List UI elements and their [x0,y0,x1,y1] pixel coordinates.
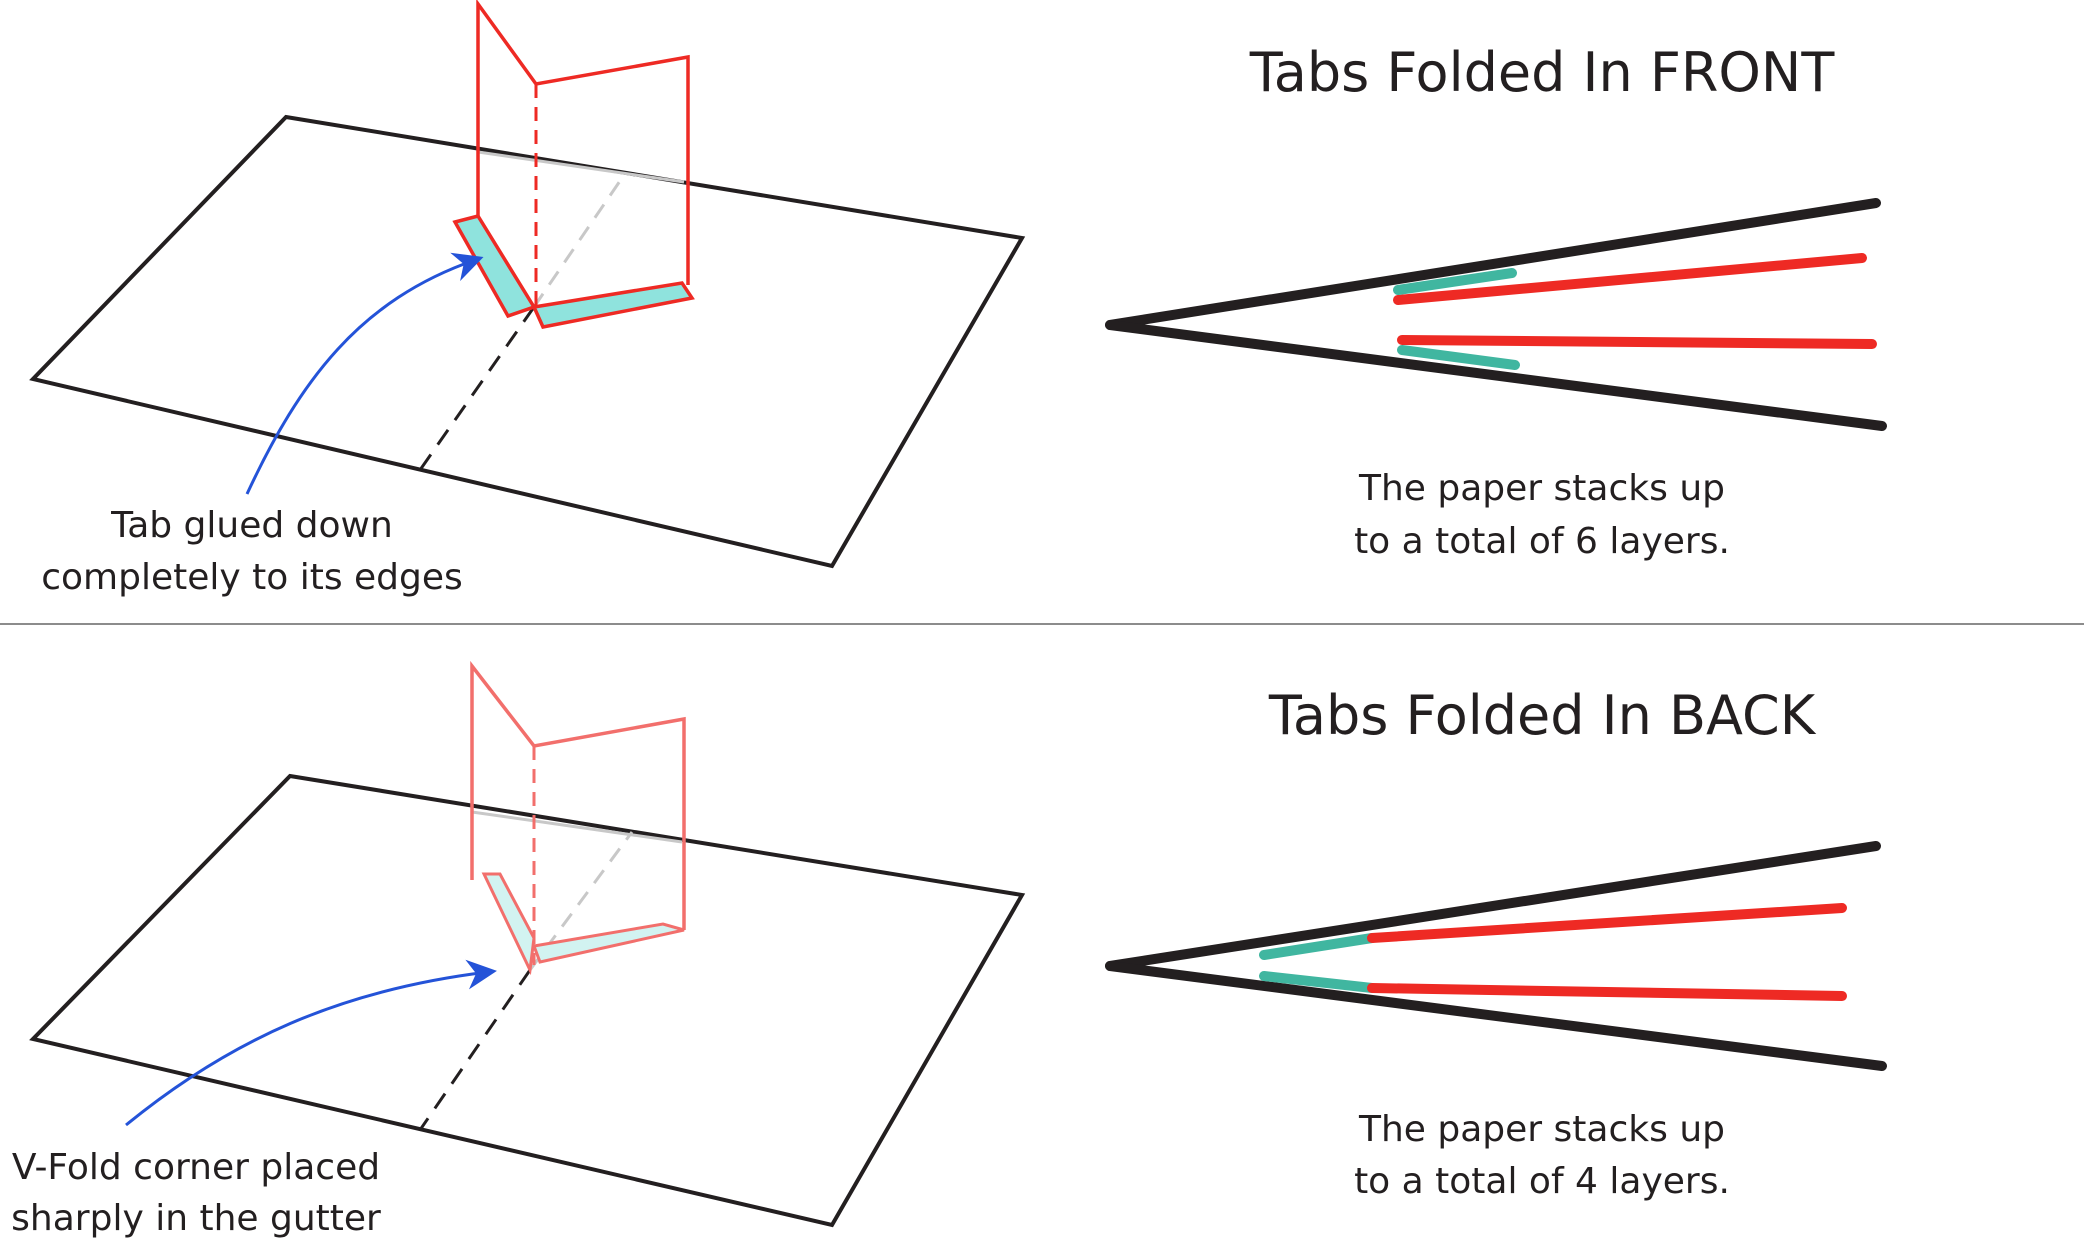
front-caption-line-2: to a total of 6 layers. [1354,521,1730,562]
back-outer-top [1105,841,1881,971]
back-hidden-edge [471,810,683,844]
front-callout-line-2: completely to its edges [41,557,463,598]
front-vfold-outline [476,0,690,285]
front-teal-upper [1393,268,1517,295]
back-caption-line-2: to a total of 4 layers. [1354,1161,1730,1202]
front-right-tab [531,281,695,329]
front-red-upper [1393,253,1867,305]
back-panel: V-Fold corner placed sharply in the gutt… [11,660,1887,1239]
back-teal-lower [1259,971,1377,993]
front-title: Tabs Folded In FRONT [1249,41,1836,104]
back-caption-line-1: The paper stacks up [1358,1109,1725,1150]
front-callout-line-1: Tab glued down [110,505,393,546]
front-left-tab [452,213,537,319]
back-left-tab [481,872,536,976]
front-outer-top [1105,198,1881,330]
back-base-card [29,773,1026,1228]
back-layer-stack [1105,841,1887,1071]
back-red-upper [1367,903,1847,943]
front-layer-stack [1105,198,1887,431]
back-right-tab [531,922,685,964]
back-callout-arrow [125,959,497,1127]
back-callout-line-2: sharply in the gutter [11,1198,381,1239]
back-teal-upper [1259,933,1377,960]
front-base-card [29,114,1026,569]
back-title: Tabs Folded In BACK [1268,684,1817,747]
front-hidden-diagonal [532,177,624,308]
front-callout-arrow [245,252,484,495]
front-caption-line-1: The paper stacks up [1358,468,1725,509]
front-panel: Tab glued down completely to its edges T… [29,0,1887,598]
front-hidden-edge [477,150,685,184]
front-red-lower [1397,335,1877,349]
front-gutter-dashed [418,306,536,471]
front-teal-lower [1397,345,1520,370]
back-gutter-dashed [418,969,532,1131]
back-red-lower [1367,983,1847,1001]
front-outer-bottom [1105,320,1887,431]
back-outer-bottom [1105,961,1887,1071]
back-callout-line-1: V-Fold corner placed [12,1147,380,1188]
